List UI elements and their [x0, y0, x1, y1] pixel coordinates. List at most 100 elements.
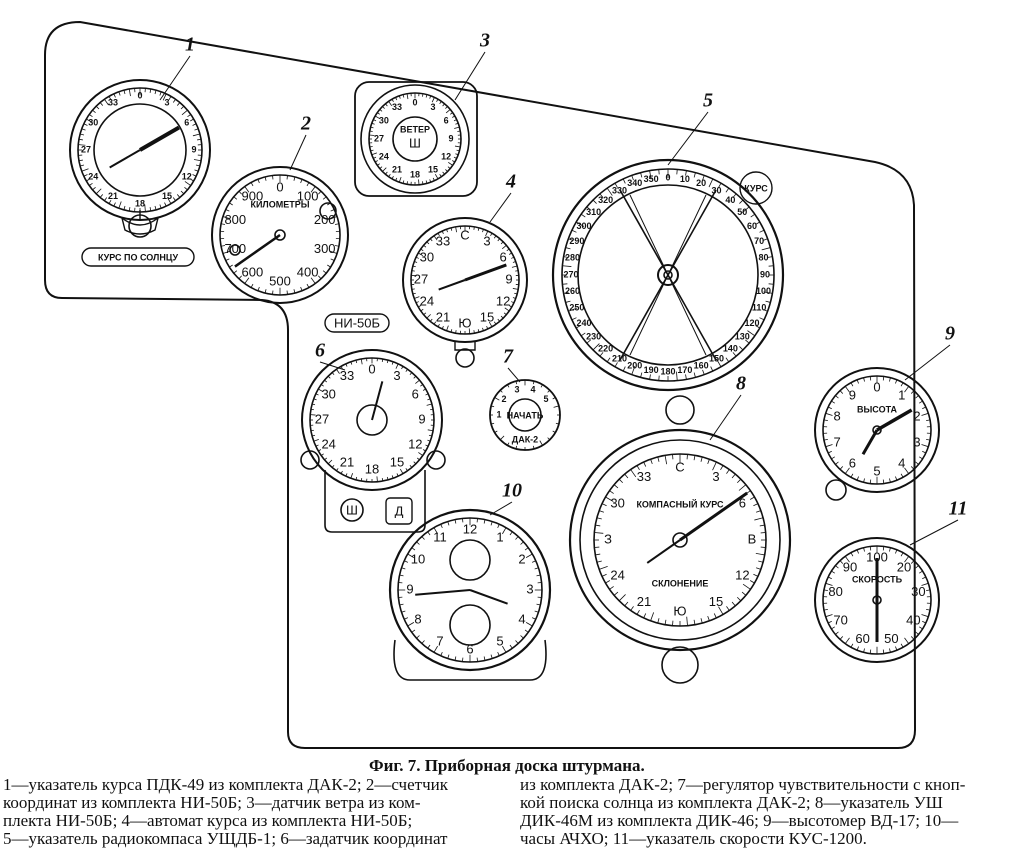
scale-tick [504, 307, 510, 312]
scale-tick [922, 450, 927, 454]
scale-label: 100 [297, 188, 319, 203]
scale-tick [193, 159, 202, 162]
scale-label: 6 [412, 386, 419, 401]
scale-tick [926, 589, 931, 592]
scale-label: 190 [644, 365, 659, 375]
course-bubble [739, 171, 773, 205]
scale-tick [442, 103, 445, 107]
scale-tick [427, 531, 431, 536]
scale-tick [512, 288, 519, 290]
scale-tick [755, 221, 760, 225]
scale-tick [409, 372, 413, 376]
scale-label: С [460, 227, 469, 242]
scale-label: 160 [694, 361, 709, 371]
scale-tick [371, 152, 377, 156]
scale-tick [190, 118, 194, 122]
scale-tick [377, 112, 381, 115]
scale-tick [750, 213, 756, 218]
scale-tick [104, 98, 109, 106]
scale-tick [386, 476, 389, 480]
scale-label: 40 [725, 195, 735, 205]
scale-tick [494, 430, 498, 433]
scale-tick [759, 524, 765, 527]
scale-tick [910, 466, 915, 470]
scale-label: 27 [414, 271, 428, 286]
scale-label: Ю [673, 603, 686, 618]
scale-tick [657, 456, 660, 462]
scale-tick [192, 174, 197, 177]
scale-label: 10 [680, 174, 690, 184]
scale-tick [334, 245, 340, 247]
scale-tick [194, 169, 199, 172]
scale-tick [509, 644, 513, 649]
scale-label: 180 [660, 366, 675, 376]
scale-tick [763, 291, 773, 294]
scale-tick [738, 484, 747, 491]
scale-tick [411, 629, 416, 633]
scale-tick [650, 459, 653, 465]
scale-tick [831, 626, 835, 630]
scale-tick [423, 312, 427, 316]
dial-rim [568, 428, 792, 652]
scale-tick [164, 202, 167, 207]
scale-tick [601, 503, 607, 507]
scale-label: 150 [709, 353, 724, 363]
scale-tick [515, 536, 519, 540]
scale-label: 0 [412, 97, 417, 107]
scale-tick [225, 258, 230, 261]
scale-tick [863, 547, 865, 552]
scale-tick [250, 182, 254, 187]
scale-tick [624, 473, 629, 479]
scale-tick [409, 464, 413, 468]
dial-rim [388, 508, 552, 672]
scale-tick [540, 384, 543, 388]
scale-tick [915, 565, 919, 569]
scale-label: 2 [518, 551, 525, 566]
scale-tick [313, 438, 319, 442]
center-knob [356, 404, 388, 436]
scale-tick [310, 277, 316, 284]
callout-leader [709, 394, 742, 441]
scale-tick [388, 173, 391, 177]
dial-rim [814, 537, 940, 663]
scale-label: 3 [514, 385, 519, 395]
knob [825, 479, 847, 501]
callout-leader [289, 134, 307, 171]
scale-label: 6 [444, 115, 449, 125]
scale-label: 12 [182, 171, 192, 181]
knob [455, 348, 475, 368]
scale-tick [436, 98, 439, 102]
scale-tick [167, 197, 172, 204]
scale-tick [415, 256, 419, 259]
scale-tick [921, 412, 929, 416]
scale-label: 230 [586, 332, 601, 342]
scale-tick [425, 180, 428, 184]
caption-line: плекта НИ-50Б; 4—автомат курса из компле… [3, 811, 413, 830]
scale-tick [921, 614, 929, 618]
scale-tick [856, 379, 859, 384]
scale-tick [310, 186, 316, 193]
scale-tick [415, 301, 419, 304]
scale-tick [643, 613, 647, 619]
scale-tick [385, 103, 388, 107]
scale-label: 40 [906, 612, 920, 627]
scale-tick [159, 204, 162, 209]
scale-tick [379, 166, 383, 169]
scale-tick [926, 419, 931, 422]
scale-tick [429, 238, 433, 242]
scale-label: 12 [463, 521, 477, 536]
scale-label: 240 [576, 318, 591, 328]
caption-line: ДИК-46М из комплекта ДИК-46; 9—высотомер… [520, 811, 959, 830]
kilometers-label: КИЛОМЕТРЫ [250, 199, 309, 209]
scale-label: 200 [314, 212, 336, 227]
knob [128, 214, 152, 238]
scale-tick [685, 170, 687, 176]
scale-tick [702, 175, 705, 181]
scale-label: 70 [833, 612, 847, 627]
scale-tick [720, 465, 724, 471]
scale-tick [449, 112, 453, 115]
needle-hub [663, 270, 673, 280]
scale-label: 700 [224, 241, 246, 256]
scale-tick [322, 270, 327, 274]
scale-tick [318, 449, 322, 452]
